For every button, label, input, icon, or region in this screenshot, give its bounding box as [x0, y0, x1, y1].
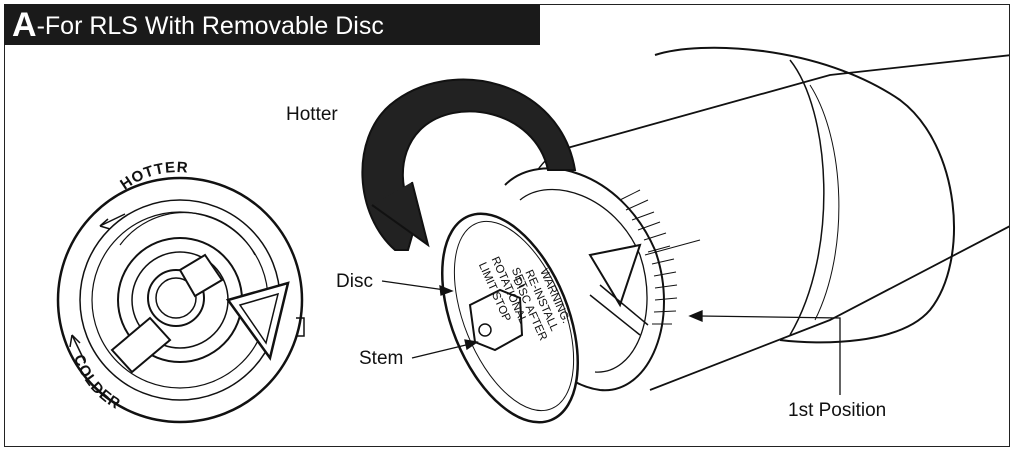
first-position-callout: 1st Position [788, 400, 886, 421]
title-letter: A [12, 5, 37, 44]
disc-callout: Disc [336, 271, 373, 292]
callout-leaders [381, 280, 841, 395]
title-text: -For RLS With Removable Disc [36, 11, 384, 40]
temperature-dial [56, 176, 305, 424]
stem-callout: Stem [359, 348, 403, 369]
hotter-rotation-arrow [361, 78, 577, 251]
hotter-callout: Hotter [286, 104, 338, 125]
valve-body [504, 46, 1009, 392]
removable-disc [441, 212, 579, 424]
title-bar: A -For RLS With Removable Disc [4, 4, 540, 45]
